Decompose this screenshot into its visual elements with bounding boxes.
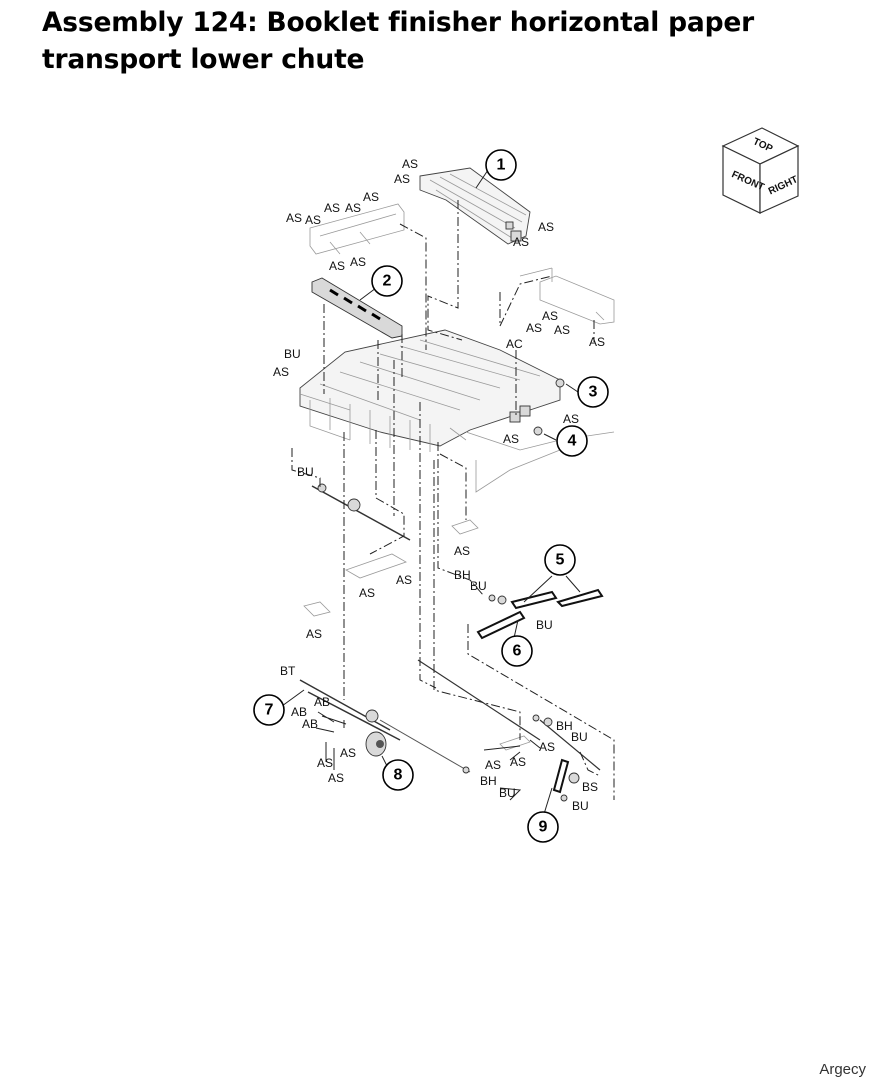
label-bu: BU (470, 579, 487, 593)
callout-7: 7 (253, 694, 285, 726)
label-bu: BU (297, 465, 314, 479)
label-ab: AB (314, 695, 330, 709)
fastener-labels: AS AS AS AS AS AS AS AS AS AS AS AS AS A… (273, 157, 605, 813)
callout-2: 2 (371, 265, 403, 297)
label-as: AS (305, 213, 321, 227)
label-as: AS (539, 740, 555, 754)
label-as: AS (563, 412, 579, 426)
label-as: AS (394, 172, 410, 186)
callout-9-label: 9 (539, 819, 548, 836)
label-as: AS (503, 432, 519, 446)
label-as: AS (286, 211, 302, 225)
label-as: AS (350, 255, 366, 269)
label-bh: BH (556, 719, 573, 733)
drive-belts (476, 588, 604, 640)
label-bu: BU (572, 799, 589, 813)
label-as: AS (396, 573, 412, 587)
label-bu: BU (536, 618, 553, 632)
label-as: AS (340, 746, 356, 760)
label-as: AS (485, 758, 501, 772)
upper-guide-plate (419, 167, 531, 245)
callout-8-label: 8 (394, 767, 403, 784)
label-as: AS (317, 756, 333, 770)
upper-right-bracket (519, 267, 615, 325)
label-bu: BU (499, 786, 516, 800)
main-frame (299, 329, 615, 493)
label-as: AS (359, 586, 375, 600)
label-bh: BH (480, 774, 497, 788)
label-as: AS (513, 235, 529, 249)
callout-6: 6 (501, 635, 533, 667)
label-as: AS (510, 755, 526, 769)
callout-3-label: 3 (589, 384, 598, 401)
callout-1-label: 1 (497, 157, 506, 174)
left-shafts (299, 483, 471, 774)
label-as: AS (554, 323, 570, 337)
label-as: AS (306, 627, 322, 641)
right-shaft (417, 659, 601, 802)
label-bh: BH (454, 568, 471, 582)
label-bt: BT (280, 664, 296, 678)
label-as: AS (345, 201, 361, 215)
label-as: AS (329, 259, 345, 273)
page-title: Assembly 124: Booklet finisher horizonta… (42, 7, 755, 75)
label-as: AS (589, 335, 605, 349)
label-ab: AB (302, 717, 318, 731)
callout-4: 4 (556, 425, 588, 457)
label-bs: BS (582, 780, 598, 794)
label-bu: BU (284, 347, 301, 361)
label-as: AS (328, 771, 344, 785)
callout-1: 1 (485, 149, 517, 181)
label-as: AS (402, 157, 418, 171)
callout-5: 5 (544, 544, 576, 576)
callout-8: 8 (382, 759, 414, 791)
callout-2-label: 2 (383, 273, 392, 290)
label-as: AS (273, 365, 289, 379)
callout-leaders (281, 169, 581, 815)
small-bracket-mid (303, 519, 479, 617)
label-bu: BU (571, 730, 588, 744)
callout-7-label: 7 (265, 702, 274, 719)
footer-watermark: Argecy (819, 1061, 866, 1078)
callout-4-label: 4 (568, 433, 577, 450)
callout-9: 9 (527, 811, 559, 843)
label-as: AS (542, 309, 558, 323)
callout-3: 3 (577, 376, 609, 408)
label-as: AS (324, 201, 340, 215)
upper-left-bracket (309, 203, 405, 255)
callout-6-label: 6 (513, 643, 522, 660)
callout-5-label: 5 (556, 552, 565, 569)
label-as: AS (454, 544, 470, 558)
orientation-cube-icon: TOP FRONT RIGHT (721, 127, 800, 214)
label-as: AS (363, 190, 379, 204)
label-as: AS (526, 321, 542, 335)
label-as: AS (538, 220, 554, 234)
assembly-lines (291, 200, 615, 800)
label-ac: AC (506, 337, 523, 351)
label-ab: AB (291, 705, 307, 719)
